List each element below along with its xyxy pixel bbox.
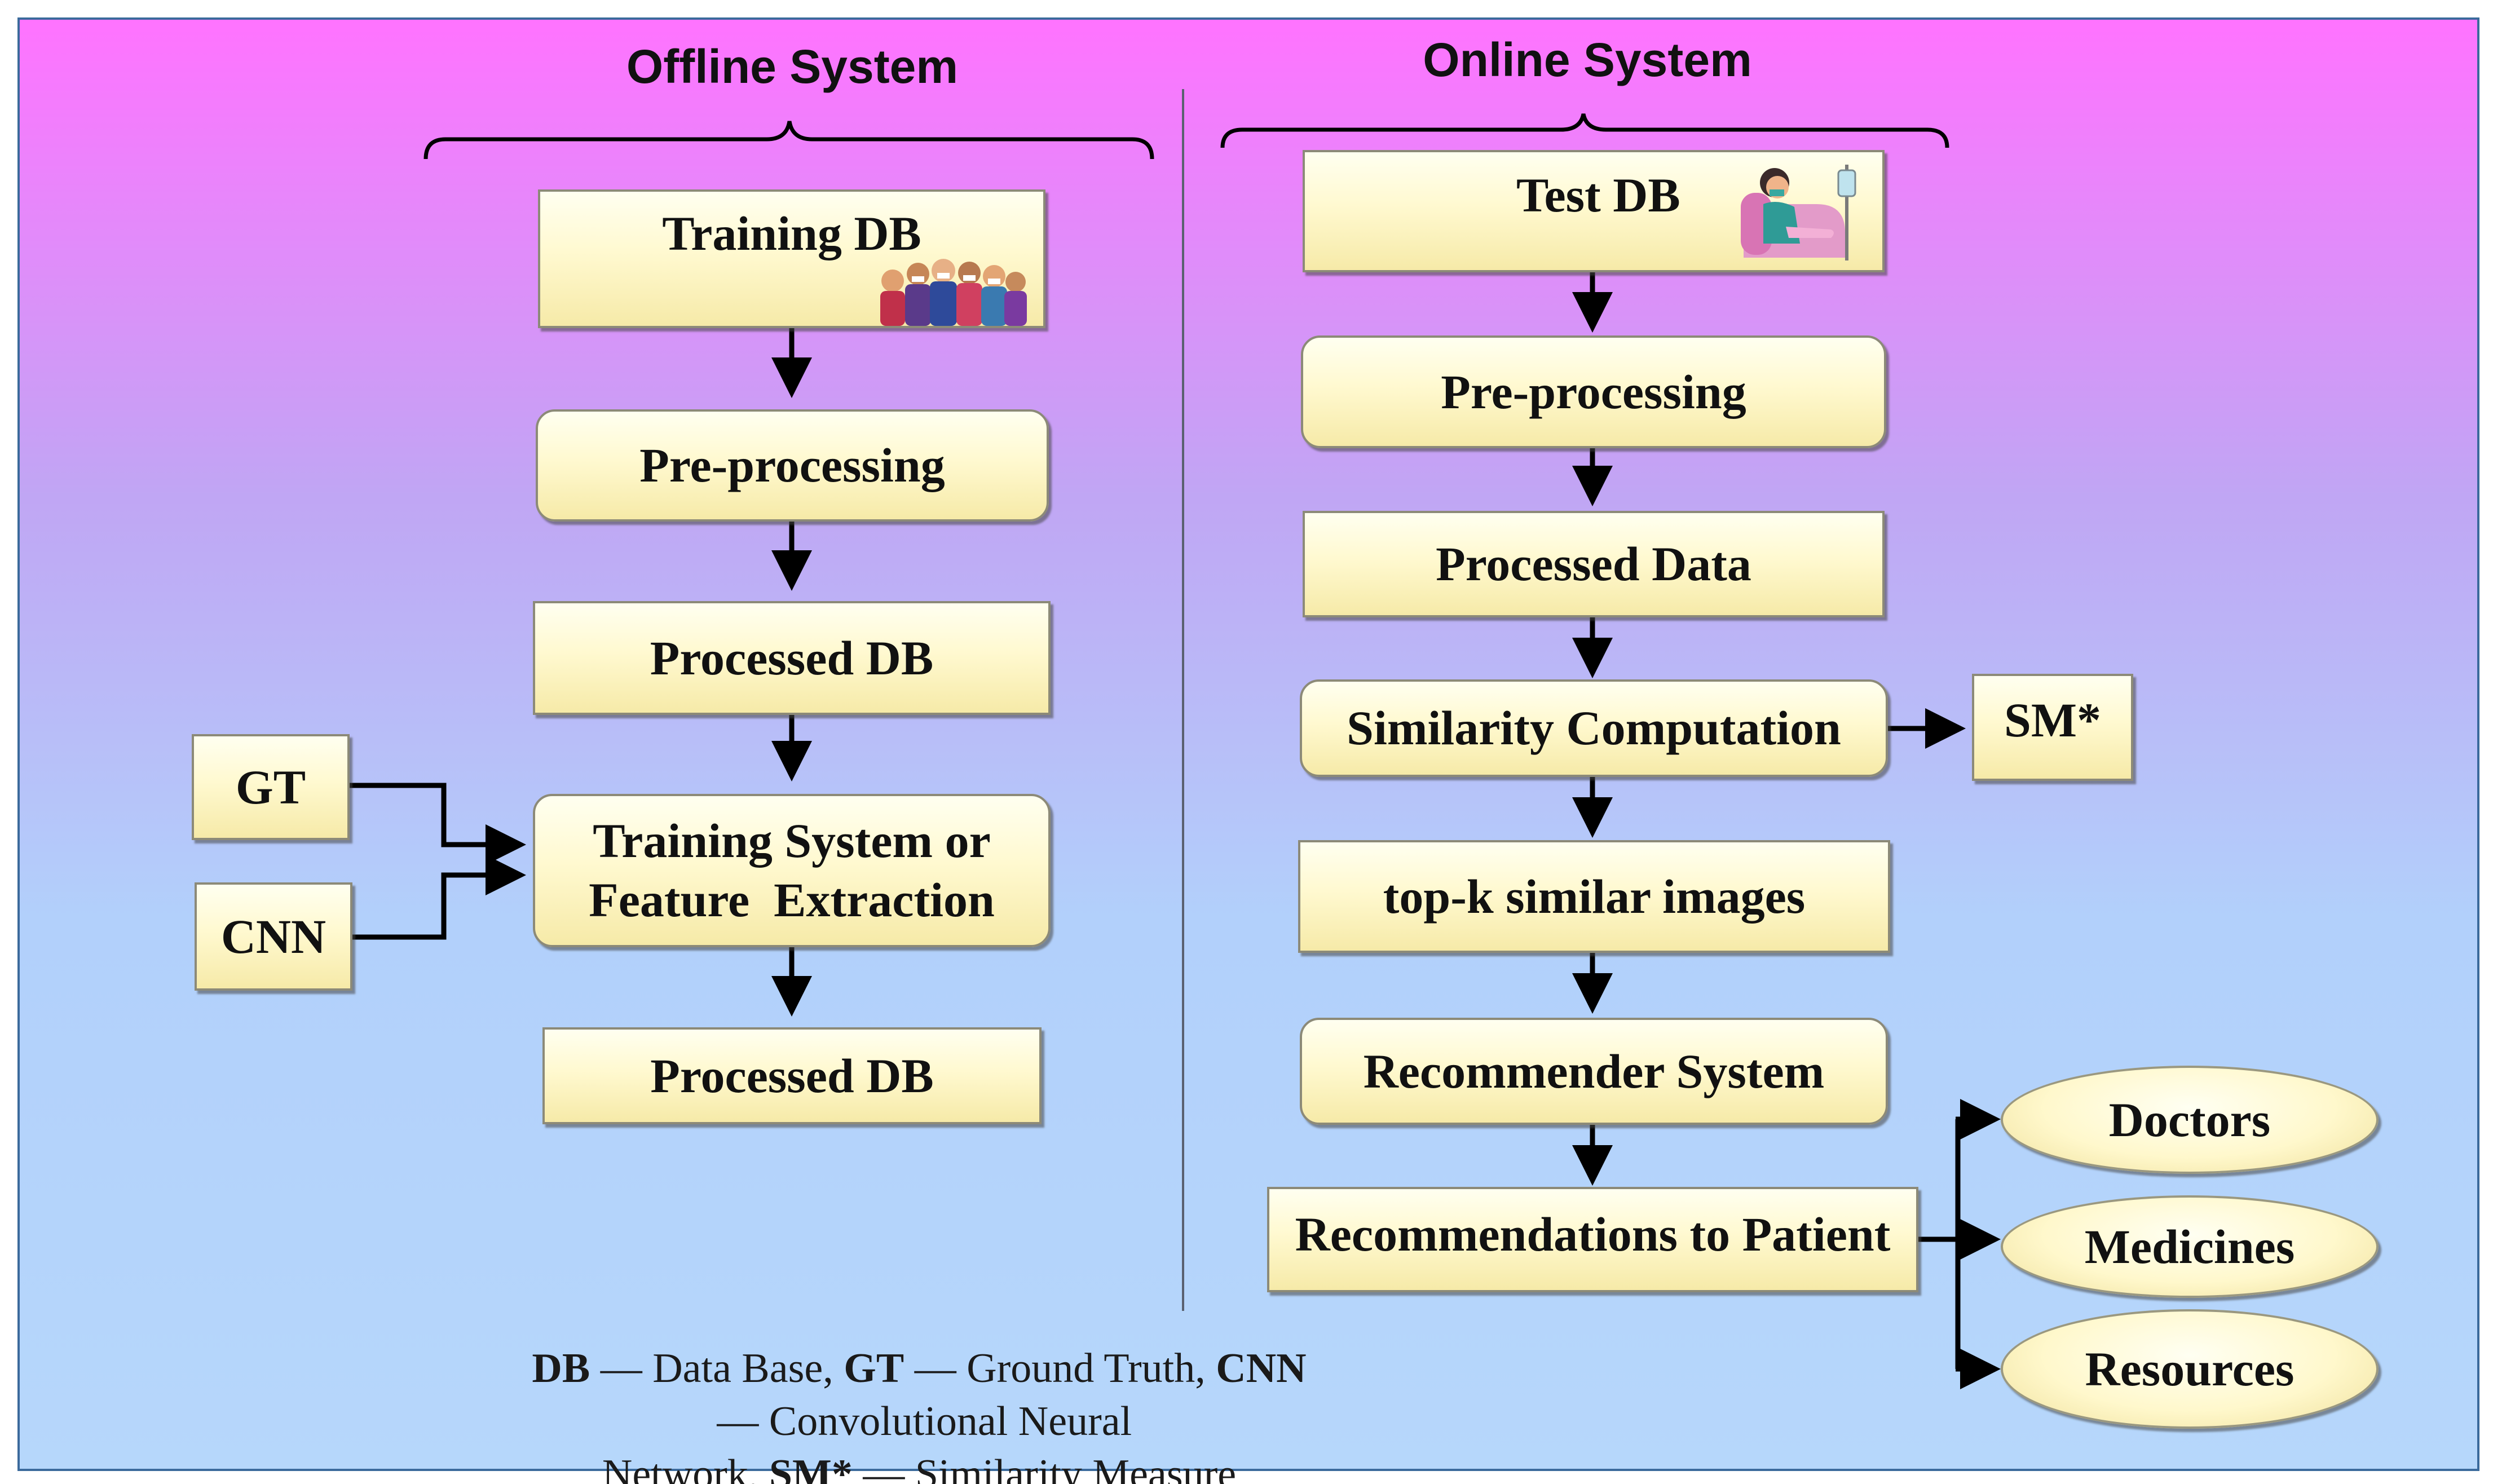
training-db-box: Training DB (538, 189, 1045, 328)
legend-sep-sm: — (852, 1451, 915, 1484)
similarity-computation-box: Similarity Computation (1300, 679, 1888, 777)
abbreviation-legend: DB — Data Base, GT — Ground Truth, CNN —… (440, 1342, 1398, 1484)
legend-line-2: Network, SM* — Similarity Measure (440, 1448, 1398, 1484)
legend-abbr-db: DB (532, 1345, 590, 1392)
test-db-label: Test DB (1516, 168, 1680, 222)
processed-data-label: Processed Data (1436, 537, 1751, 591)
processed-db-label-2: Processed DB (650, 1048, 934, 1103)
medicines-label: Medicines (2084, 1220, 2295, 1274)
test-db-box: Test DB (1303, 150, 1885, 272)
processed-data-box: Processed Data (1303, 511, 1885, 617)
legend-abbr-gt: GT (844, 1345, 904, 1392)
processed-db-label-1: Processed DB (650, 630, 934, 685)
crowd-illustration-icon (880, 259, 1027, 326)
topk-similar-images-label: top-k similar images (1383, 869, 1806, 924)
legend-sep-cnn: — (706, 1398, 769, 1445)
offline-system-title: Offline System (626, 40, 959, 93)
legend-sep-gt: — (904, 1345, 967, 1392)
doctors-label: Doctors (2108, 1093, 2271, 1147)
legend-desc-cnn: Convolutional Neural (769, 1398, 1132, 1445)
training-db-label: Training DB (662, 206, 921, 260)
online-brace (1220, 113, 1949, 148)
legend-desc-db: Data Base, (652, 1345, 844, 1392)
offline-preprocessing-label: Pre-processing (639, 438, 945, 493)
legend-abbr-sm: SM* (769, 1451, 853, 1484)
legend-desc-cnn-cont: Network, (602, 1451, 769, 1484)
recommender-system-label: Recommender System (1363, 1044, 1825, 1098)
sm-box: SM* (1972, 674, 2133, 781)
recommendations-box: Recommendations to Patient (1267, 1187, 1918, 1292)
gt-box: GT (192, 734, 350, 840)
legend-sep-db: — (590, 1345, 653, 1392)
online-system-title: Online System (1423, 33, 1752, 86)
offline-brace (423, 121, 1154, 160)
arrow-gt-to-training-system (350, 783, 526, 865)
gt-label: GT (235, 759, 306, 814)
online-preprocessing-label: Pre-processing (1441, 364, 1746, 419)
legend-abbr-cnn: CNN (1216, 1345, 1307, 1392)
legend-line-1: DB — Data Base, GT — Ground Truth, CNN —… (440, 1342, 1398, 1448)
legend-desc-sm: Similarity Measure (915, 1451, 1237, 1484)
sm-label: SM* (2004, 693, 2101, 747)
medicines-ellipse: Medicines (2001, 1195, 2379, 1298)
training-system-label-line2: Feature Extraction (589, 873, 995, 927)
similarity-computation-label: Similarity Computation (1347, 701, 1841, 756)
online-preprocessing-box: Pre-processing (1301, 335, 1886, 448)
doctors-ellipse: Doctors (2001, 1066, 2379, 1174)
legend-desc-gt: Ground Truth, (967, 1345, 1216, 1392)
processed-db-box-2: Processed DB (542, 1027, 1042, 1124)
resources-ellipse: Resources (2001, 1309, 2379, 1429)
topk-similar-images-box: top-k similar images (1298, 840, 1890, 953)
patient-illustration-icon (1741, 165, 1856, 260)
recommendations-label: Recommendations to Patient (1295, 1207, 1891, 1261)
cnn-box: CNN (195, 882, 352, 991)
recommender-system-box: Recommender System (1300, 1018, 1888, 1125)
processed-db-box-1: Processed DB (533, 601, 1051, 715)
arrow-cnn-to-training-system (352, 855, 526, 940)
resources-label: Resources (2085, 1342, 2295, 1396)
training-system-box: Training System or Feature Extraction (533, 794, 1051, 947)
offline-preprocessing-box: Pre-processing (536, 409, 1049, 522)
cnn-label: CNN (220, 909, 326, 964)
training-system-label-line1: Training System or (593, 814, 991, 868)
